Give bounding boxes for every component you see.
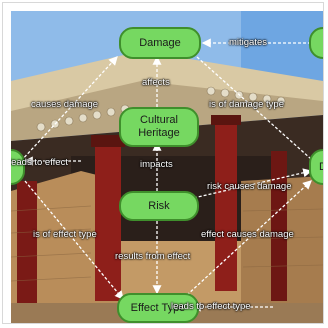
edge-is-of-effect-type bbox=[24, 180, 124, 301]
edge-label-leads-to-effect-left: leads to effect bbox=[11, 157, 68, 168]
edge-label-affects: affects bbox=[142, 77, 170, 88]
edge-label-results-from-effect: results from effect bbox=[115, 251, 191, 262]
edge-is-of-damage-type bbox=[196, 56, 312, 160]
edge-risk-causes-damage bbox=[188, 168, 313, 200]
node-right-mid[interactable]: D bbox=[309, 149, 323, 185]
edge-label-causes-damage: causes damage bbox=[31, 99, 99, 110]
edge-causes-damage bbox=[20, 56, 118, 162]
edge-label-impacts: impacts bbox=[140, 159, 173, 170]
node-damage[interactable]: Damage bbox=[119, 27, 201, 59]
edge-label-mitigates: mitigates bbox=[229, 37, 268, 48]
edge-label-effect-causes-damage: effect causes damage bbox=[201, 229, 294, 240]
node-risk[interactable]: Risk bbox=[119, 191, 199, 221]
diagram-canvas: Damage Cultural Heritage Risk Effect Typ… bbox=[11, 11, 323, 323]
edge-label-is-of-damage-type: is of damage type bbox=[209, 99, 284, 110]
figure-frame: Damage Cultural Heritage Risk Effect Typ… bbox=[2, 2, 324, 324]
diagram-edges bbox=[20, 38, 313, 312]
edge-label-is-of-effect-type: is of effect type bbox=[33, 229, 97, 240]
node-effect-type[interactable]: Effect Type bbox=[117, 293, 199, 323]
edge-effect-causes-damage bbox=[186, 180, 312, 296]
edge-label-risk-causes-damage: risk causes damage bbox=[207, 181, 292, 192]
node-cultural-heritage[interactable]: Cultural Heritage bbox=[119, 107, 199, 147]
edge-label-leads-to-effect-type: leads to effect type bbox=[171, 301, 251, 312]
